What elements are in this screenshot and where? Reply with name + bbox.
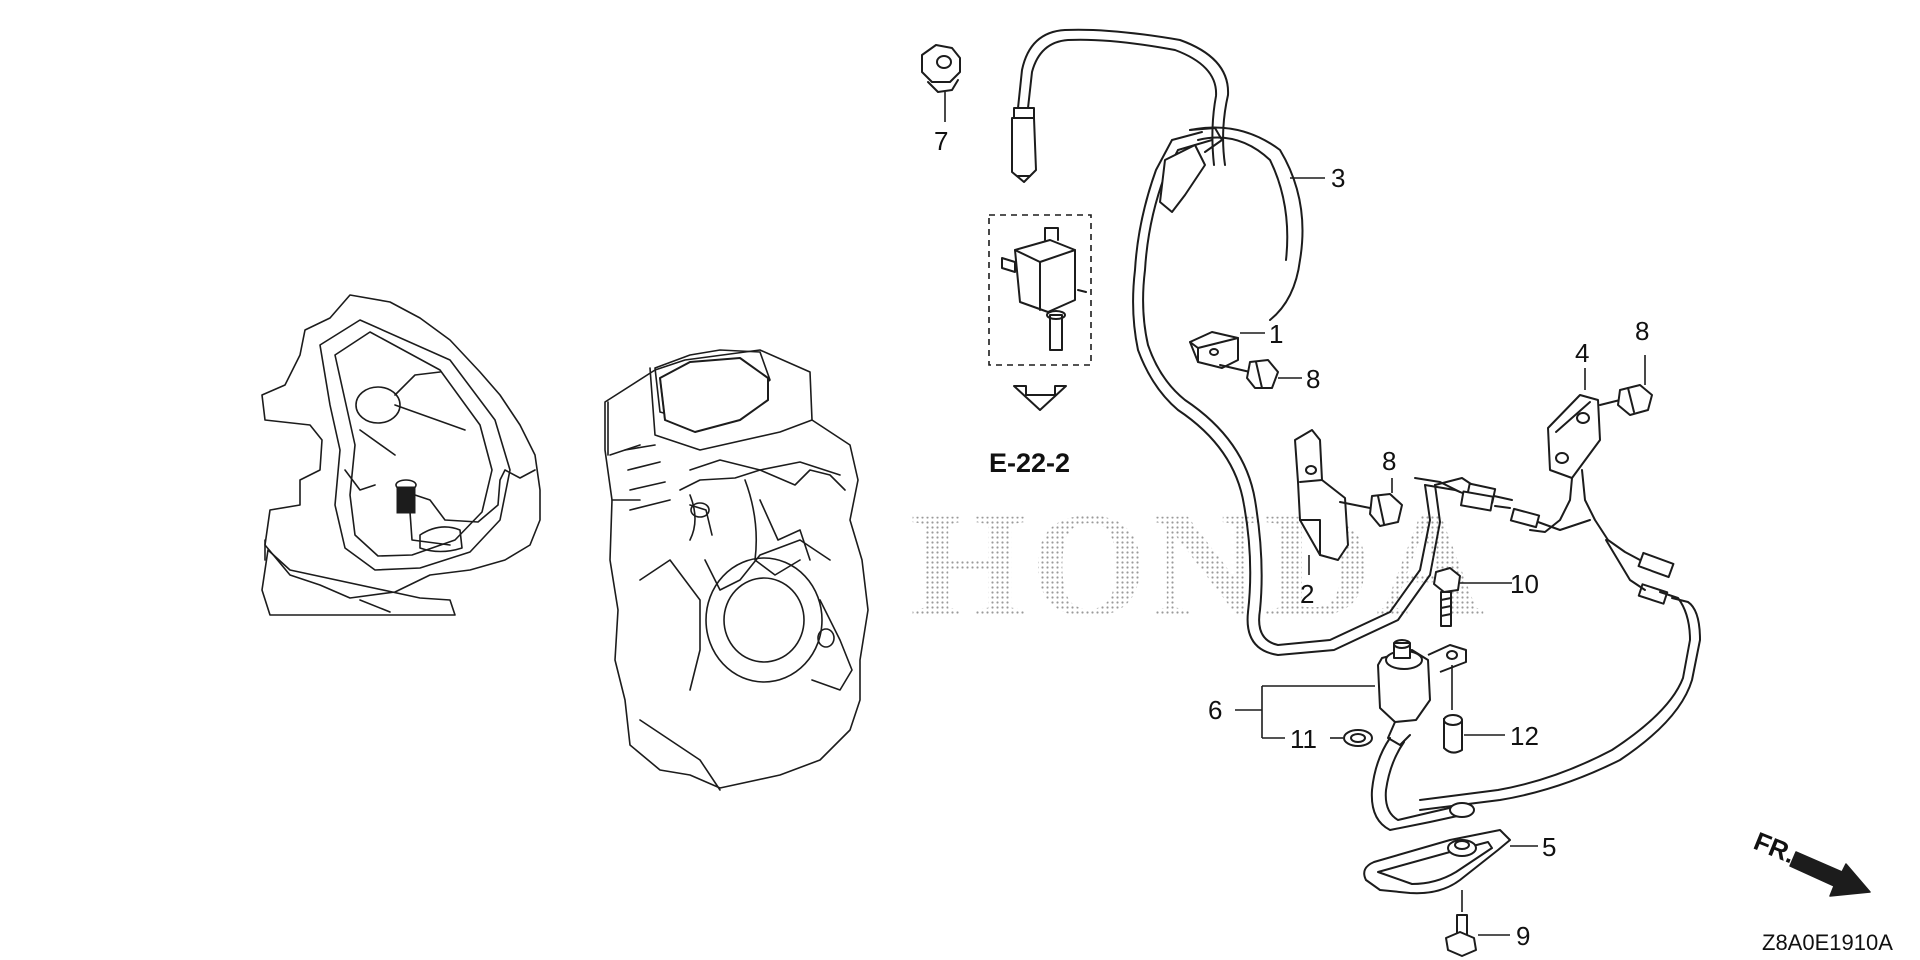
callout-6: 6 [1208, 695, 1222, 725]
callout-9: 9 [1516, 921, 1530, 951]
reference-inset-box [988, 214, 1092, 366]
callout-12: 12 [1510, 721, 1539, 751]
part-1-plate [1189, 331, 1265, 369]
part-10-bolt [1433, 567, 1512, 627]
right-harness-branch [1419, 591, 1701, 811]
callout-11: 11 [1290, 724, 1317, 754]
callout-7: 7 [934, 126, 948, 156]
callout-8-c: 8 [1635, 316, 1649, 346]
part-5-bracket-plate [1363, 829, 1538, 895]
part-2-bracket [1294, 429, 1349, 575]
part-12-collar [1443, 714, 1505, 754]
callout-8-b: 8 [1382, 446, 1396, 476]
part-6-sensor [1370, 639, 1475, 831]
part-11-washer [1330, 729, 1373, 747]
front-direction-arrow-icon [1789, 851, 1871, 897]
part-8-bolt-a [1219, 359, 1302, 389]
reference-link-e-22-2[interactable]: E-22-2 [989, 448, 1070, 478]
callout-2: 2 [1300, 579, 1314, 609]
engine-housing-sketch [261, 294, 541, 616]
part-4-module [1529, 368, 1675, 605]
engine-block-sketch [604, 349, 869, 791]
callout-8-a: 8 [1306, 364, 1320, 394]
part-7-clip [921, 44, 961, 122]
callout-10: 10 [1510, 569, 1539, 599]
part-8-bolt-b [1339, 478, 1403, 527]
part-8-bolt-c [1599, 355, 1653, 416]
reference-arrow-icon [1013, 385, 1067, 411]
callout-4: 4 [1575, 338, 1589, 368]
diagram-code: Z8A0E1910A [1762, 930, 1893, 955]
part-9-bolt [1445, 890, 1510, 957]
callout-5: 5 [1542, 832, 1556, 862]
callout-3: 3 [1331, 163, 1345, 193]
harness-connectors [1414, 477, 1591, 531]
callout-1: 1 [1269, 319, 1283, 349]
